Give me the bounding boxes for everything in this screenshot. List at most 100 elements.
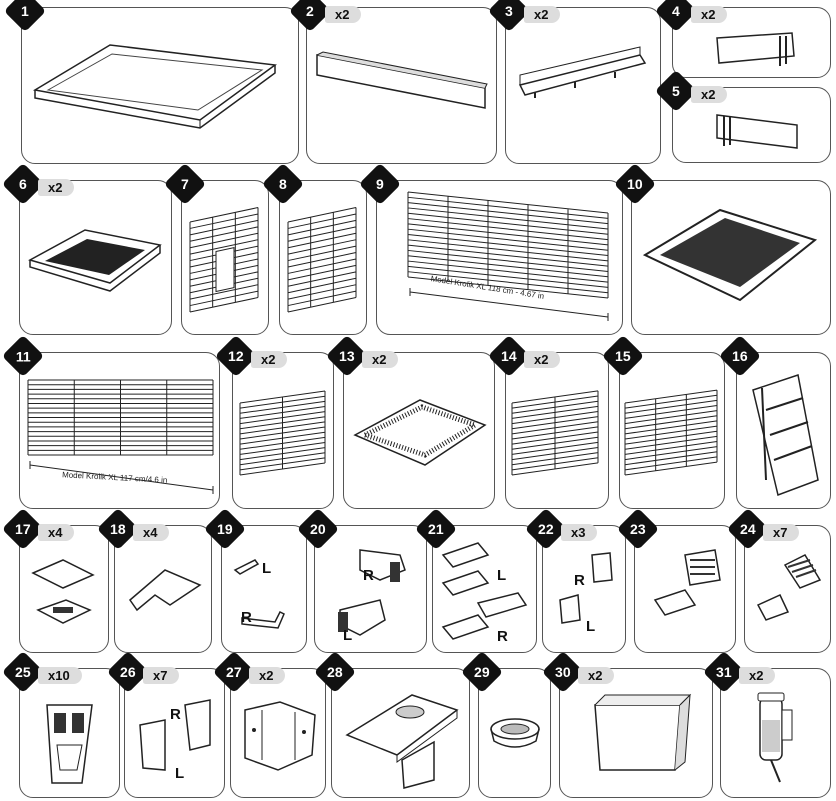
- part-quantity: x2: [524, 6, 561, 23]
- part-card-20: 20: [296, 507, 427, 653]
- part-card-11: 11: [1, 334, 220, 509]
- part-illustration-2: [315, 50, 490, 110]
- part-number: 27: [226, 663, 242, 680]
- part-illustration-21: [438, 535, 533, 645]
- part-number: 15: [615, 347, 631, 364]
- part-quantity: x2: [38, 179, 75, 196]
- part-illustration-1: [30, 40, 280, 130]
- part-quantity: x4: [38, 524, 75, 541]
- part-quantity: x2: [524, 351, 561, 368]
- part-quantity: x4: [133, 524, 170, 541]
- part-illustration-20: [338, 540, 420, 645]
- part-card-19: 19: [203, 507, 307, 653]
- part-number: 9: [376, 175, 384, 192]
- side-label-left-19: L: [262, 560, 272, 577]
- part-illustration-19: [230, 550, 300, 635]
- part-card-24: 24 x7: [726, 507, 831, 653]
- part-illustration-11: [28, 380, 216, 494]
- side-label-right-22: R: [574, 572, 585, 589]
- part-number: 20: [310, 520, 326, 537]
- part-card-5: 5 x2: [654, 69, 831, 163]
- part-illustration-18: [125, 555, 205, 625]
- part-illustration-17: [28, 555, 100, 640]
- part-illustration-29: [488, 715, 543, 755]
- part-number: 16: [732, 347, 748, 364]
- part-illustration-24: [750, 550, 825, 630]
- part-illustration-13: [350, 395, 490, 470]
- part-number-badge: 1: [3, 0, 47, 33]
- part-card-23: 23: [616, 507, 736, 653]
- part-number: 2: [306, 2, 314, 19]
- part-number: 14: [501, 347, 517, 364]
- side-label-right-26: R: [170, 706, 181, 723]
- part-quantity: x2: [691, 6, 728, 23]
- part-number: 26: [120, 663, 136, 680]
- part-number: 30: [555, 663, 571, 680]
- part-number: 4: [672, 2, 680, 19]
- part-illustration-15: [625, 395, 720, 480]
- part-number: 29: [474, 663, 490, 680]
- part-number: 13: [339, 347, 355, 364]
- part-number: 8: [279, 175, 287, 192]
- part-number: 22: [538, 520, 554, 537]
- part-illustration-5: [712, 110, 807, 155]
- part-illustration-9: [408, 192, 613, 321]
- side-label-left-22: L: [586, 618, 596, 635]
- part-illustration-8: [288, 210, 358, 315]
- part-number: 5: [672, 82, 680, 99]
- part-illustration-22: [550, 545, 620, 640]
- part-illustration-16: [748, 370, 823, 500]
- side-label-right-20: R: [363, 567, 374, 584]
- part-illustration-3: [515, 45, 650, 98]
- part-number: 3: [505, 2, 513, 19]
- part-card-12: 12 x2: [214, 334, 334, 509]
- part-illustration-6: [25, 225, 165, 295]
- part-illustration-7: [190, 210, 260, 315]
- part-illustration-30: [585, 690, 695, 785]
- part-illustration-28: [342, 690, 462, 790]
- part-illustration-31: [750, 690, 805, 790]
- part-card-8: 8: [261, 162, 367, 335]
- part-illustration-10: [640, 205, 820, 305]
- part-quantity: x7: [143, 667, 180, 684]
- part-number: 1: [21, 2, 29, 19]
- part-number: 12: [228, 347, 244, 364]
- part-quantity: x10: [38, 667, 82, 684]
- part-quantity: x3: [561, 524, 598, 541]
- part-illustration-26: [135, 690, 220, 785]
- part-number: 23: [630, 520, 646, 537]
- side-label-right-21: R: [497, 628, 508, 645]
- part-number: 25: [15, 663, 31, 680]
- part-card-15: 15: [601, 334, 725, 509]
- part-number: 31: [716, 663, 732, 680]
- part-quantity: x2: [251, 351, 288, 368]
- part-quantity: x2: [362, 351, 399, 368]
- part-number: 11: [15, 348, 31, 364]
- part-illustration-23: [645, 545, 730, 625]
- part-illustration-12: [240, 395, 328, 480]
- part-illustration-4: [712, 28, 802, 66]
- part-quantity: x2: [691, 86, 728, 103]
- part-number: 6: [19, 175, 27, 192]
- part-number: 19: [217, 520, 233, 537]
- part-card-9: 9: [358, 162, 623, 335]
- part-card-17: 17 x4: [1, 507, 109, 653]
- part-quantity: x2: [325, 6, 362, 23]
- part-number: 7: [181, 175, 189, 192]
- part-number: 24: [740, 520, 756, 537]
- side-label-left-21: L: [497, 567, 507, 584]
- part-number: 17: [15, 520, 31, 537]
- part-quantity: x2: [249, 667, 286, 684]
- part-number: 18: [110, 520, 126, 537]
- part-illustration-27: [240, 700, 320, 775]
- part-number: 28: [327, 663, 343, 680]
- part-quantity: x7: [763, 524, 800, 541]
- side-label-left-20: L: [343, 627, 353, 644]
- part-number-badge: 11: [1, 334, 45, 378]
- part-illustration-25: [32, 695, 107, 790]
- part-quantity: x2: [578, 667, 615, 684]
- part-card-22: 22 x3: [524, 507, 626, 653]
- side-label-left-26: L: [175, 765, 185, 782]
- part-card-14: 14 x2: [487, 334, 609, 509]
- part-number: 10: [627, 175, 643, 192]
